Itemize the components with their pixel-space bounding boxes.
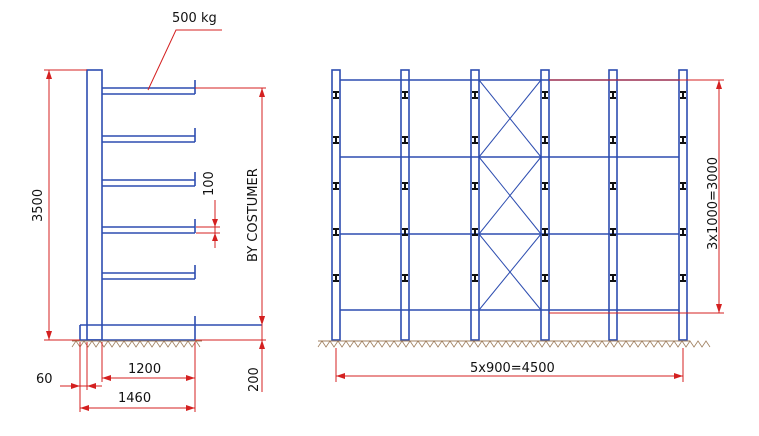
bolt-column-2: [402, 91, 408, 282]
front-dimensions: [335, 79, 724, 382]
front-column: [540, 69, 550, 341]
load-label: 500 kg: [172, 11, 217, 26]
front-column: [331, 69, 341, 341]
side-view: [79, 69, 262, 341]
front-column: [470, 69, 480, 341]
side-dimension-labels: 500 kg 3500 100 BY COSTUMER 60 1200 1460…: [31, 11, 262, 406]
front-width-label: 5x900=4500: [470, 361, 555, 376]
bolt-column-6: [680, 91, 686, 282]
front-column: [400, 69, 410, 341]
load-leader: [147, 29, 222, 91]
by-customer-label: BY COSTUMER: [246, 168, 261, 262]
front-view: [331, 69, 688, 341]
side-arm: [102, 80, 196, 95]
side-arm: [102, 172, 196, 187]
side-arm: [102, 128, 196, 143]
front-column: [678, 69, 688, 341]
front-bracing: [478, 79, 542, 311]
bolt-column-3: [472, 91, 478, 282]
side-arm: [102, 265, 196, 280]
bolt-column-5: [610, 91, 616, 282]
front-dimension-labels: 5x900=4500 3x1000=3000: [470, 157, 721, 376]
front-height-label: 3x1000=3000: [706, 157, 721, 250]
base-height-label: 200: [247, 367, 262, 392]
side-arm: [102, 219, 196, 234]
front-bolts: [333, 91, 686, 282]
side-dimensions: [44, 29, 266, 412]
front-column: [608, 69, 618, 341]
base-offset-label: 60: [36, 372, 53, 387]
arm-length-label: 1200: [128, 362, 161, 377]
front-ground: [317, 340, 711, 348]
base-length-label: 1460: [118, 391, 151, 406]
side-column: [86, 69, 103, 341]
arm-spacing-label: 100: [202, 171, 217, 196]
bolt-column-1: [333, 91, 339, 282]
height-total-label: 3500: [31, 189, 46, 222]
bolt-column-4: [542, 91, 548, 282]
side-ground: [71, 340, 202, 348]
